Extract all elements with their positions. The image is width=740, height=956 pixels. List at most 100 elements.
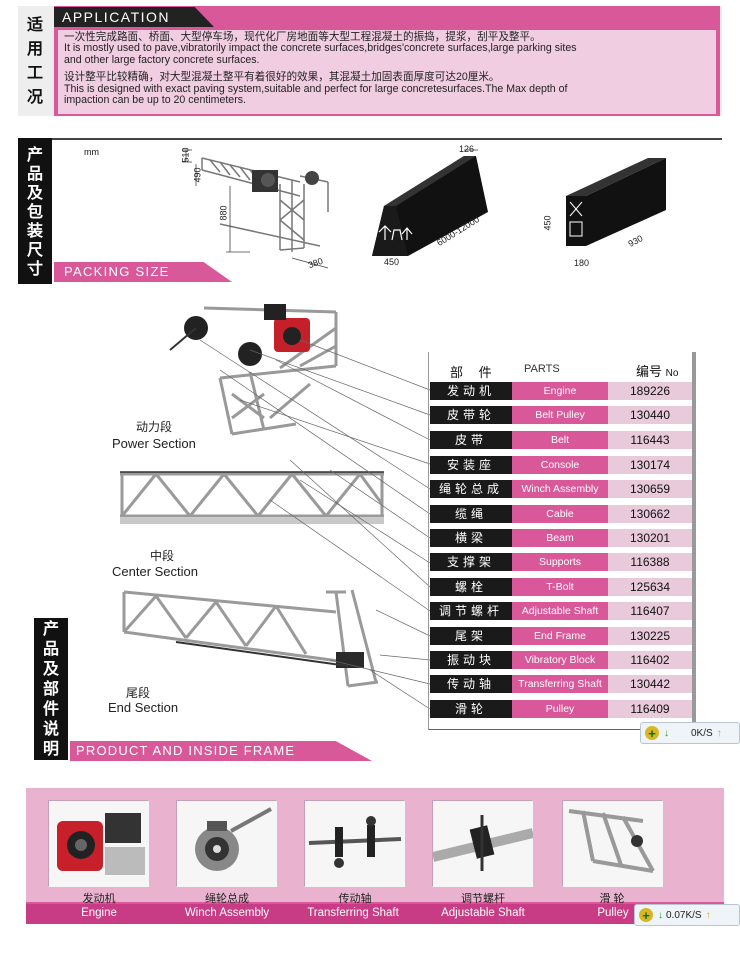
part-name-en: Adjustable Shaft: [512, 602, 608, 620]
end-section-caption-en: End Section: [108, 700, 179, 715]
parts-side-label: 产 品 及 部 件 说 明: [34, 618, 68, 760]
part-name-cn: 缆绳: [430, 505, 512, 523]
part-number: 130225: [608, 627, 692, 645]
winch-assembly-thumbnail: [176, 800, 277, 887]
parts-title: PRODUCT AND INSIDE FRAME: [76, 743, 296, 758]
speed-text: 0K/S: [691, 727, 713, 739]
part-name-cn: 调节螺杆: [430, 602, 512, 620]
download-speed-widget[interactable]: + ↓ 0.07K/S ↑: [634, 904, 740, 926]
up-arrow-icon: ↑: [705, 909, 711, 921]
part-name-en: T-Bolt: [512, 578, 608, 596]
dim-box-180: 180: [574, 258, 590, 268]
dim-frame-880: 880: [218, 205, 229, 221]
gallery-caption-en: Engine: [81, 907, 117, 919]
side-char: 及: [42, 659, 59, 678]
part-name-cn: 滑轮: [430, 700, 512, 718]
part-name-en: End Frame: [512, 627, 608, 645]
part-number: 189226: [608, 382, 692, 400]
part-name-cn: 振动块: [430, 651, 512, 669]
part-name-en: Winch Assembly: [512, 480, 608, 498]
part-name-en: Console: [512, 456, 608, 474]
part-name-cn: 支撑架: [430, 553, 512, 571]
part-name-cn: 横梁: [430, 529, 512, 547]
side-char: 尺: [26, 239, 43, 259]
part-name-cn: 发动机: [430, 382, 512, 400]
application-text: 一次性完成路面、桥面、大型停车场，现代化厂房地面等大型工程混凝土的振捣，提浆，刮…: [58, 30, 716, 114]
gallery-caption-en: Adjustable Shaft: [441, 907, 525, 919]
application-line: impaction can be up to 20 centimeters.: [64, 94, 246, 107]
part-name-en: Cable: [512, 505, 608, 523]
side-char: 包: [26, 201, 43, 221]
part-name-en: Beam: [512, 529, 608, 547]
gallery-caption-cn: 滑 轮: [599, 893, 625, 905]
end-section-caption-cn: 尾段: [126, 686, 151, 700]
pulley-thumbnail: [562, 800, 663, 887]
side-char: 用: [26, 39, 43, 58]
part-number: 130201: [608, 529, 692, 547]
side-char: 说: [42, 719, 59, 738]
gallery-caption-cn: 调节螺杆: [461, 893, 505, 905]
part-number: 116402: [608, 651, 692, 669]
part-leader-lines: [199, 339, 431, 710]
packing-side-label: 产 品 及 包 装 尺 寸: [18, 138, 52, 284]
gallery-caption-en: Transferring Shaft: [307, 907, 399, 919]
center-section-caption-en: Center Section: [112, 564, 198, 579]
fragile-symbol: [569, 201, 583, 237]
part-name-en: Vibratory Block: [512, 651, 608, 669]
part-name-cn: 皮带轮: [430, 406, 512, 424]
plus-icon[interactable]: +: [639, 908, 653, 923]
box-package-drawing: [566, 158, 666, 246]
power-section-drawing: [169, 304, 338, 436]
side-char: 部: [42, 679, 59, 698]
long-package-drawing: [372, 149, 488, 256]
dim-frame-490: 490: [192, 167, 203, 183]
part-name-en: Transferring Shaft: [512, 675, 608, 693]
gallery-caption-cn: 绳轮总成: [205, 893, 249, 905]
side-char: 适: [26, 15, 43, 34]
parts-title-tab: [70, 741, 372, 761]
parts-header-number: 编号 No: [636, 361, 678, 380]
part-name-en: Supports: [512, 553, 608, 571]
power-section-frame-drawing: [182, 149, 329, 269]
part-number: 130659: [608, 480, 692, 498]
side-char: 明: [42, 739, 59, 758]
speed-text: 0.07K/S: [666, 909, 702, 921]
up-arrow-icon: ↑: [716, 727, 722, 739]
part-name-cn: 安装座: [430, 456, 512, 474]
side-char: 件: [42, 699, 59, 718]
winch-drum: [305, 171, 319, 185]
gallery-caption-cn: 传动轴: [338, 893, 372, 905]
part-number: 116443: [608, 431, 692, 449]
part-number: 116388: [608, 553, 692, 571]
gallery-caption-cn: 发动机: [82, 893, 116, 905]
plus-icon[interactable]: +: [645, 726, 659, 741]
application-line: 设计整平比较精确，对大型混凝土整平有着很好的效果，其混凝土加固表面厚度可达20厘…: [64, 71, 500, 84]
gallery-caption-en: Pulley: [597, 907, 629, 919]
center-section-caption-cn: 中段: [150, 549, 175, 563]
adjustable-shaft-thumbnail: [431, 800, 535, 887]
part-name-cn: 传动轴: [430, 675, 512, 693]
packing-title: PACKING SIZE: [64, 264, 170, 279]
part-name-en: Belt Pulley: [512, 406, 608, 424]
download-speed-widget[interactable]: + ↓ 0K/S ↑: [640, 722, 740, 744]
transferring-shaft-thumbnail: [304, 800, 405, 887]
packing-title-tab: [54, 262, 232, 282]
side-char: 产: [26, 144, 43, 164]
application-side-label: 适 用 工 况: [18, 6, 52, 116]
parts-table: [428, 352, 696, 730]
part-number: 130662: [608, 505, 692, 523]
down-arrow-icon: ↓: [658, 909, 663, 921]
side-char: 寸: [26, 258, 43, 278]
part-number: 130174: [608, 456, 692, 474]
header-no-en: No: [665, 368, 679, 379]
